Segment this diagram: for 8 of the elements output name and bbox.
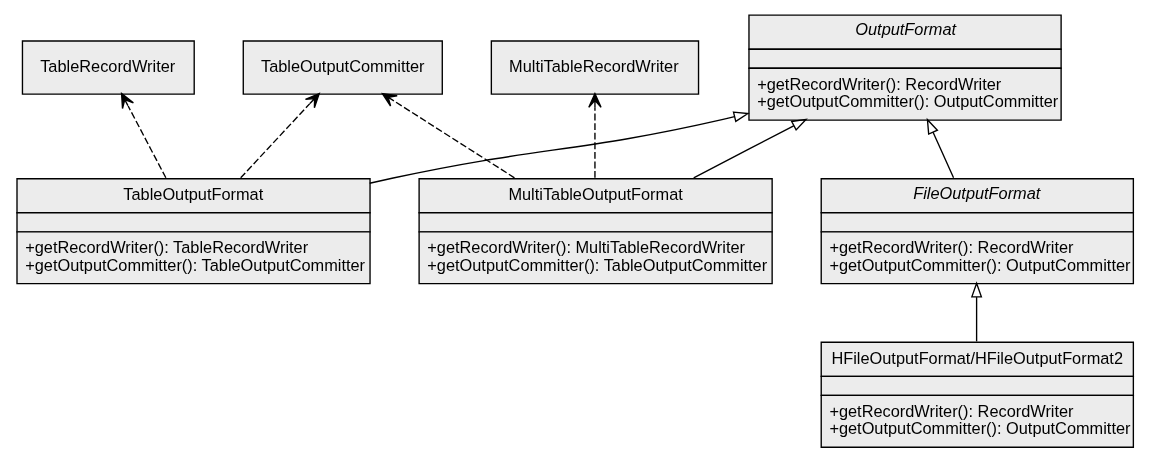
arrow [240,92,320,178]
arrow [970,280,983,342]
arrow [926,117,955,178]
arrow [120,92,167,178]
arrow [381,92,516,178]
arrow [369,110,750,184]
arrow [588,92,602,178]
arrow [693,117,808,178]
